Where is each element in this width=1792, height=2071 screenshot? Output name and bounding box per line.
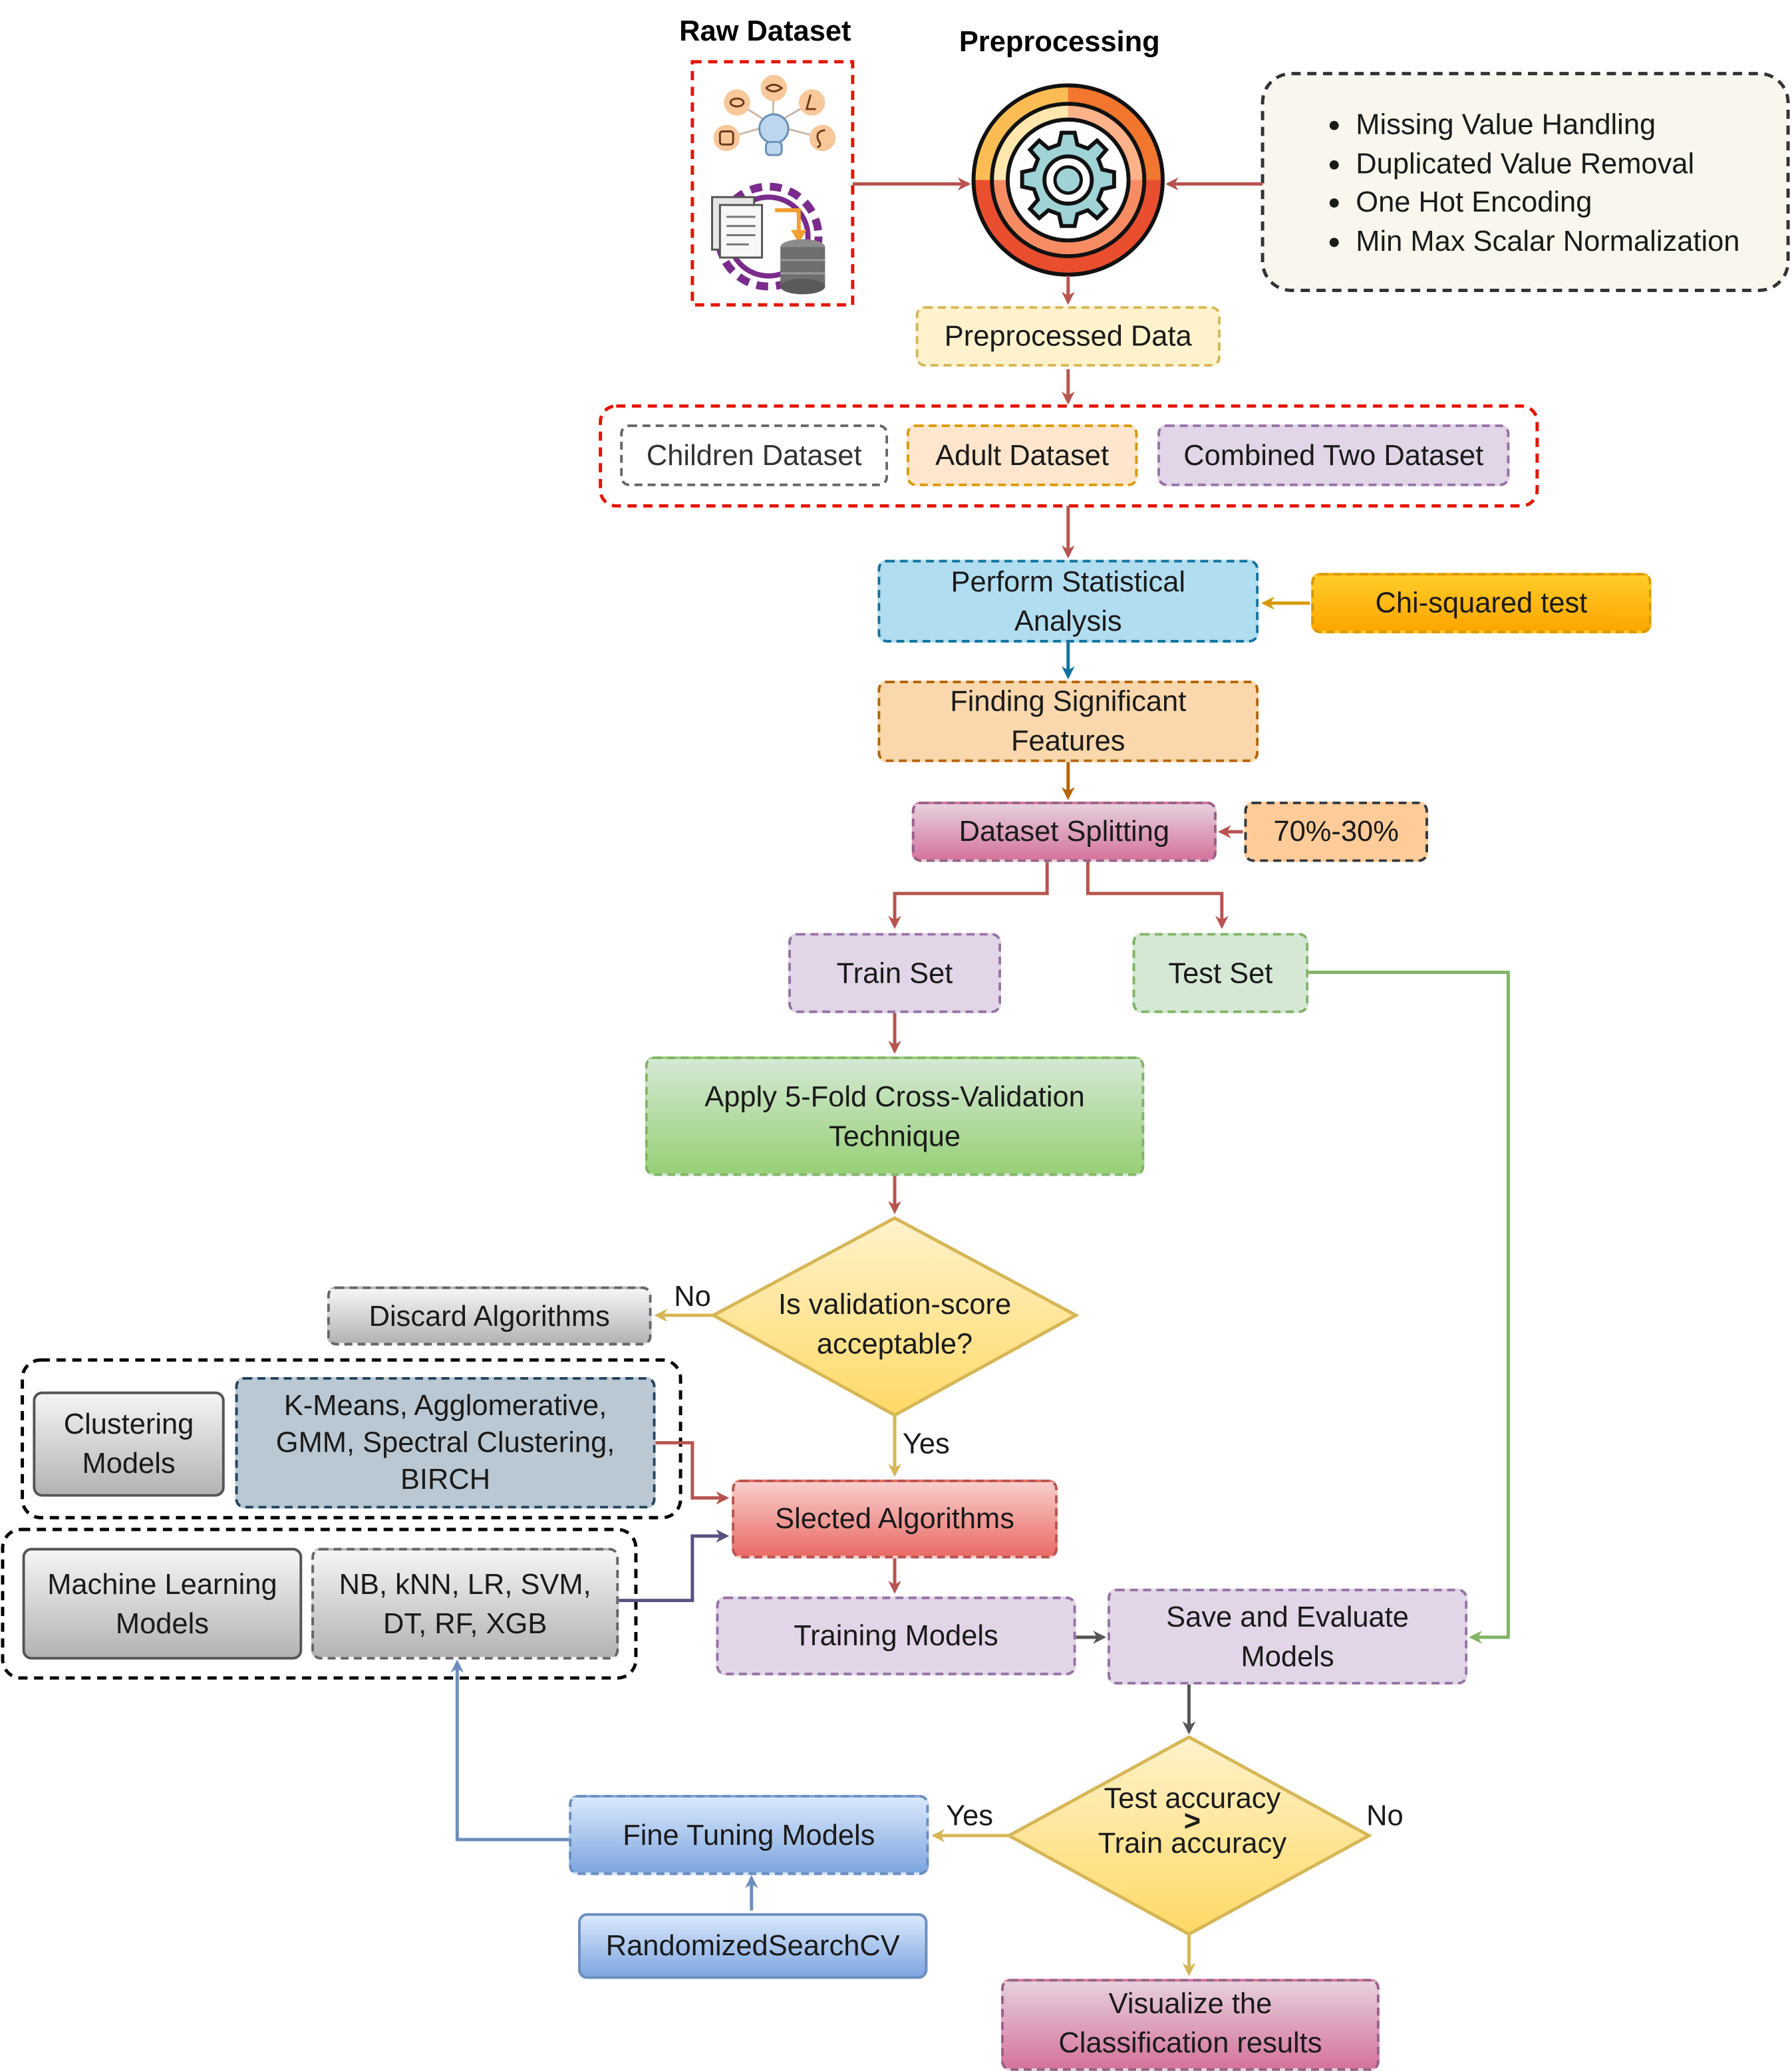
- dataset-splitting-box: Dataset Splitting: [911, 801, 1217, 862]
- preprocessing-step: Min Max Scalar Normalization: [1356, 222, 1739, 260]
- clustering-algorithms-box: K-Means, Agglomerative, GMM, Spectral Cl…: [235, 1376, 656, 1509]
- selected-algorithms-box: Slected Algorithms: [732, 1479, 1058, 1559]
- discard-algorithms-box: Discard Algorithms: [327, 1286, 652, 1346]
- validation-yes-label: Yes: [902, 1426, 950, 1460]
- accuracy-question: Test accuracy > Train accuracy: [1031, 1782, 1353, 1859]
- clustering-frame: [21, 1358, 682, 1519]
- preprocessing-gear-icon: [971, 83, 1165, 277]
- preprocessing-step: One Hot Encoding: [1356, 183, 1739, 222]
- significant-features-line2: Features: [1010, 724, 1125, 757]
- save-evaluate-line2: Models: [1241, 1639, 1334, 1673]
- statistical-analysis-line1: Perform Statistical: [951, 564, 1186, 597]
- fine-tuning-box: Fine Tuning Models: [569, 1794, 929, 1875]
- combined-dataset-box: Combined Two Dataset: [1157, 424, 1510, 486]
- train-set-box: Train Set: [788, 933, 1002, 1013]
- validation-question-line1: Is validation-score: [778, 1287, 1012, 1321]
- dataset-gear-icon: [711, 182, 825, 295]
- validation-question: Is validation-score acceptable?: [736, 1285, 1054, 1364]
- raw-dataset-title: Raw Dataset: [679, 14, 851, 48]
- statistical-analysis-line2: Analysis: [1014, 603, 1122, 637]
- ml-algorithms-box: NB, kNN, LR, SVM, DT, RF, XGB: [311, 1547, 619, 1660]
- test-set-box: Test Set: [1132, 933, 1309, 1013]
- ml-label-line2: Models: [115, 1606, 209, 1639]
- cross-validation-line2: Technique: [828, 1118, 961, 1152]
- ml-list-line1: NB, kNN, LR, SVM,: [339, 1567, 591, 1600]
- training-models-box: Training Models: [716, 1596, 1076, 1676]
- significant-features-line1: Finding Significant: [950, 685, 1187, 718]
- statistical-analysis-box: Perform Statistical Analysis: [877, 559, 1259, 643]
- adult-dataset-box: Adult Dataset: [906, 424, 1138, 486]
- accuracy-line2: Train accuracy: [1098, 1826, 1287, 1859]
- clustering-label-line1: Clustering: [63, 1407, 194, 1440]
- accuracy-line1: Test accuracy: [1104, 1782, 1281, 1815]
- clustering-models-box: Clustering Models: [33, 1391, 225, 1497]
- accuracy-diamond: [1005, 1735, 1373, 1937]
- children-dataset-box: Children Dataset: [620, 424, 889, 486]
- ml-list-line2: DT, RF, XGB: [383, 1606, 547, 1639]
- chi-squared-box: Chi-squared test: [1311, 573, 1652, 633]
- preprocessing-title: Preprocessing: [959, 25, 1160, 58]
- significant-features-box: Finding Significant Features: [877, 681, 1259, 762]
- split-ratio-box: 70%-30%: [1244, 801, 1428, 862]
- clustering-list-line3: BIRCH: [400, 1462, 491, 1496]
- randomized-search-box: RandomizedSearchCV: [578, 1913, 928, 1979]
- preprocessing-step: Missing Value Handling: [1356, 105, 1739, 144]
- clustering-label-line2: Models: [82, 1446, 176, 1480]
- validation-question-line2: acceptable?: [816, 1327, 973, 1360]
- visualize-line1: Visualize the: [1108, 1987, 1272, 2020]
- preprocessing-steps-frame: [1261, 72, 1790, 292]
- save-evaluate-line1: Save and Evaluate: [1166, 1599, 1409, 1633]
- visualize-results-box: Visualize the Classification results: [1001, 1979, 1380, 2071]
- preprocessing-steps: Missing Value Handling Duplicated Value …: [1303, 105, 1739, 260]
- preprocessed-data-box: Preprocessed Data: [915, 306, 1221, 367]
- cross-validation-line1: Apply 5-Fold Cross-Validation: [704, 1079, 1085, 1112]
- validation-diamond: [710, 1216, 1080, 1418]
- accuracy-no-label: No: [1366, 1798, 1404, 1832]
- machine-learning-models-box: Machine Learning Models: [22, 1547, 303, 1660]
- preprocessing-step: Duplicated Value Removal: [1356, 144, 1739, 182]
- ml-frame: [1, 1527, 638, 1680]
- validation-no-label: No: [674, 1279, 711, 1313]
- visualize-line2: Classification results: [1058, 2026, 1322, 2059]
- cross-validation-box: Apply 5-Fold Cross-Validation Technique: [645, 1056, 1145, 1176]
- senses-icon: [713, 75, 836, 156]
- save-evaluate-box: Save and Evaluate Models: [1108, 1588, 1468, 1685]
- raw-dataset-frame: [690, 60, 855, 307]
- clustering-list-line2: GMM, Spectral Clustering,: [275, 1425, 615, 1459]
- ml-label-line1: Machine Learning: [47, 1567, 277, 1600]
- accuracy-yes-label: Yes: [946, 1798, 993, 1832]
- clustering-list-line1: K-Means, Agglomerative,: [283, 1388, 607, 1422]
